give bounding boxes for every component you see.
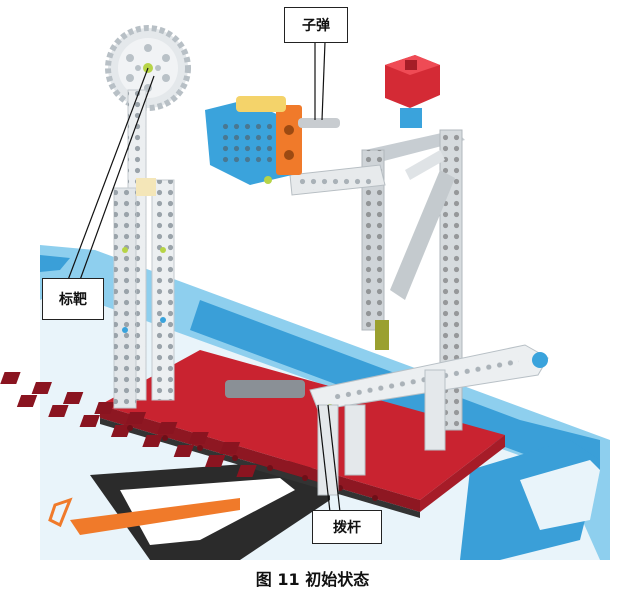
- red-base-plate: [0, 350, 505, 518]
- red-cube: [385, 55, 440, 128]
- launcher-frame: [361, 129, 465, 431]
- lego-model-illustration: [0, 25, 610, 560]
- lever-beam: [225, 344, 549, 496]
- callout-leaders: [67, 41, 341, 513]
- callout-bullet: 子弹: [284, 7, 348, 43]
- blue-launcher: [205, 100, 292, 185]
- floor-mat: [40, 245, 610, 560]
- figure-caption: 图 11 初始状态: [255, 570, 370, 589]
- bullet-axle: [236, 96, 340, 128]
- launcher-arm: [289, 164, 386, 196]
- target-support-beams: [113, 89, 175, 409]
- callout-lever: 拨杆: [312, 510, 382, 544]
- callout-target: 标靶: [42, 278, 104, 320]
- orange-bracket: [276, 105, 302, 175]
